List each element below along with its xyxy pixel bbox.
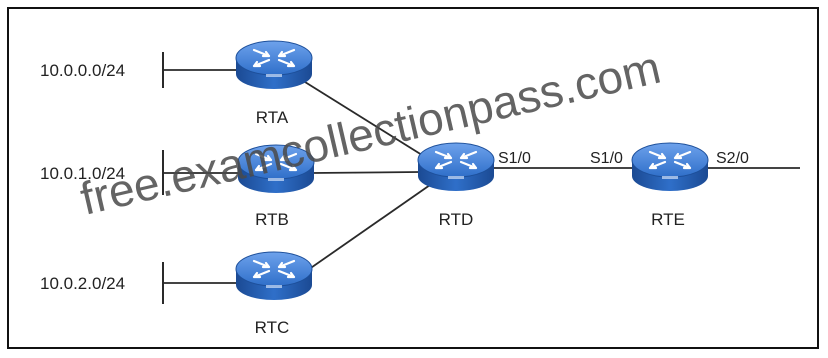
link-rtc-rtd: [304, 184, 431, 273]
router-label-rte: RTE: [651, 210, 685, 229]
port-label-rte-s10: S1/0: [590, 150, 623, 167]
router-label-rtb: RTB: [255, 210, 289, 229]
router-rte-icon: [630, 141, 710, 193]
network-label-a: 10.0.0.0/24: [40, 61, 125, 80]
port-label-rte-s20: S2/0: [716, 150, 749, 167]
link-rta-rtd: [304, 81, 431, 161]
router-rtd-icon: [416, 141, 496, 193]
diagram-frame: [7, 7, 819, 349]
network-label-b: 10.0.1.0/24: [40, 164, 125, 183]
router-rta-icon: [234, 39, 314, 91]
link-rtb-rtd: [311, 171, 421, 174]
port-label-rtd-s10: S1/0: [498, 150, 531, 167]
router-label-rtc: RTC: [255, 318, 290, 337]
router-label-rtd: RTD: [439, 210, 474, 229]
network-label-c: 10.0.2.0/24: [40, 274, 125, 293]
router-label-rta: RTA: [256, 108, 289, 127]
router-rtc-icon: [234, 250, 314, 302]
